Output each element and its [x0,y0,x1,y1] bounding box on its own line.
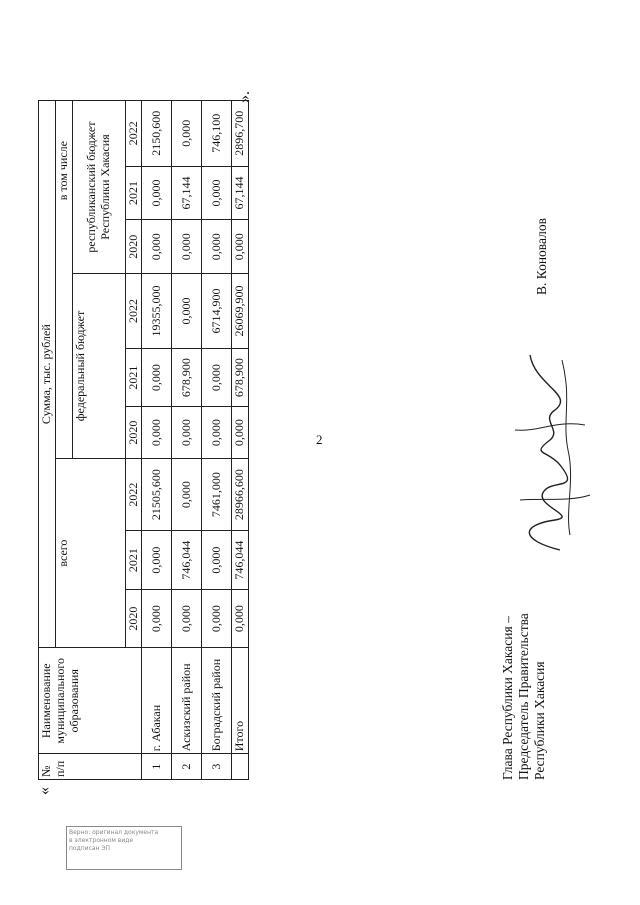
year-federal-2022: 2022 [125,273,142,349]
row-value: 0,000 [141,219,172,274]
subsidy-table: № п/п Наименование муниципального образо… [38,100,249,780]
signer-position-line: Глава Республики Хакасия – [500,616,515,780]
header-federal: федеральный бюджет [72,273,126,459]
year-federal-2021: 2021 [125,348,142,407]
row-value: 0,000 [141,348,172,407]
row-value: 0,000 [201,166,232,220]
row-value: 746,100 [201,100,232,167]
handwritten-signature [514,354,591,551]
row-value: 0,000 [231,219,249,274]
header-name: Наименование муниципального образования [38,647,142,754]
page-number: 2 [316,432,323,447]
stamp-line: в электронном виде [69,836,134,844]
row-value: 0,000 [171,219,202,274]
row-municipality: Боградский район [201,647,232,754]
row-value: 67,144 [171,166,202,220]
signer-position-line: Председатель Правительства [516,613,532,780]
row-value: 2150,600 [141,100,172,167]
stamp-line: Верно: оригинал документа [69,829,159,836]
row-municipality: Итого [231,647,249,754]
year-republic-2020: 2020 [125,219,142,274]
row-value: 21505,600 [141,458,172,531]
year-republic-2021: 2021 [125,166,142,220]
row-value: 67,144 [231,166,249,220]
row-value: 0,000 [231,589,249,648]
row-value: 2896,700 [231,100,249,167]
row-municipality: г. Абакан [141,647,172,754]
row-value: 0,000 [171,100,202,167]
header-total: всего [55,458,126,648]
row-value: 0,000 [171,458,202,531]
year-federal-2020: 2020 [125,406,142,459]
row-value: 0,000 [231,406,249,459]
row-value: 0,000 [201,530,232,590]
row-value: 26069,900 [231,273,249,349]
row-value: 678,900 [171,348,202,407]
header-including: в том числе [55,100,73,459]
row-value: 0,000 [141,530,172,590]
row-value: 19355,000 [141,273,172,349]
row-value: 0,000 [141,406,172,459]
row-value: 0,000 [201,589,232,648]
row-value: 28966,600 [231,458,249,531]
year-republic-2022: 2022 [125,100,142,167]
row-num: 2 [171,753,202,780]
stamp-line: подписан ЭП [69,844,111,852]
header-republic: республиканский бюджет Республики Хакаси… [72,100,126,274]
row-value: 0,000 [171,589,202,648]
header-num: № п/п [38,753,142,780]
signer-name: В. Коновалов [534,218,549,295]
rotated-content: « ». № п/п Наименование муниципального о… [30,75,610,815]
header-sum: Сумма, тыс. рублей [38,100,56,648]
signature-block: Глава Республики Хакасия – Председатель … [500,80,610,780]
row-value: 0,000 [171,273,202,349]
row-value: 0,000 [141,166,172,220]
row-num: 1 [141,753,172,780]
year-total-2020: 2020 [125,589,142,648]
row-value: 6714,900 [201,273,232,349]
row-value: 746,044 [231,530,249,590]
row-value: 7461,000 [201,458,232,531]
row-num [231,753,249,780]
row-num: 3 [201,753,232,780]
row-value: 678,900 [231,348,249,407]
opening-quote: « [36,787,53,795]
verification-stamp: Верно: оригинал документа в электронном … [66,826,182,870]
row-value: 0,000 [201,348,232,407]
row-value: 746,044 [171,530,202,590]
year-total-2022: 2022 [125,458,142,531]
row-municipality: Аскизский район [171,647,202,754]
signer-position-line: Республики Хакасия [532,661,548,780]
row-value: 0,000 [171,406,202,459]
row-value: 0,000 [201,219,232,274]
year-total-2021: 2021 [125,530,142,590]
signer-position: Глава Республики Хакасия – Председатель … [500,613,549,780]
row-value: 0,000 [141,589,172,648]
row-value: 0,000 [201,406,232,459]
